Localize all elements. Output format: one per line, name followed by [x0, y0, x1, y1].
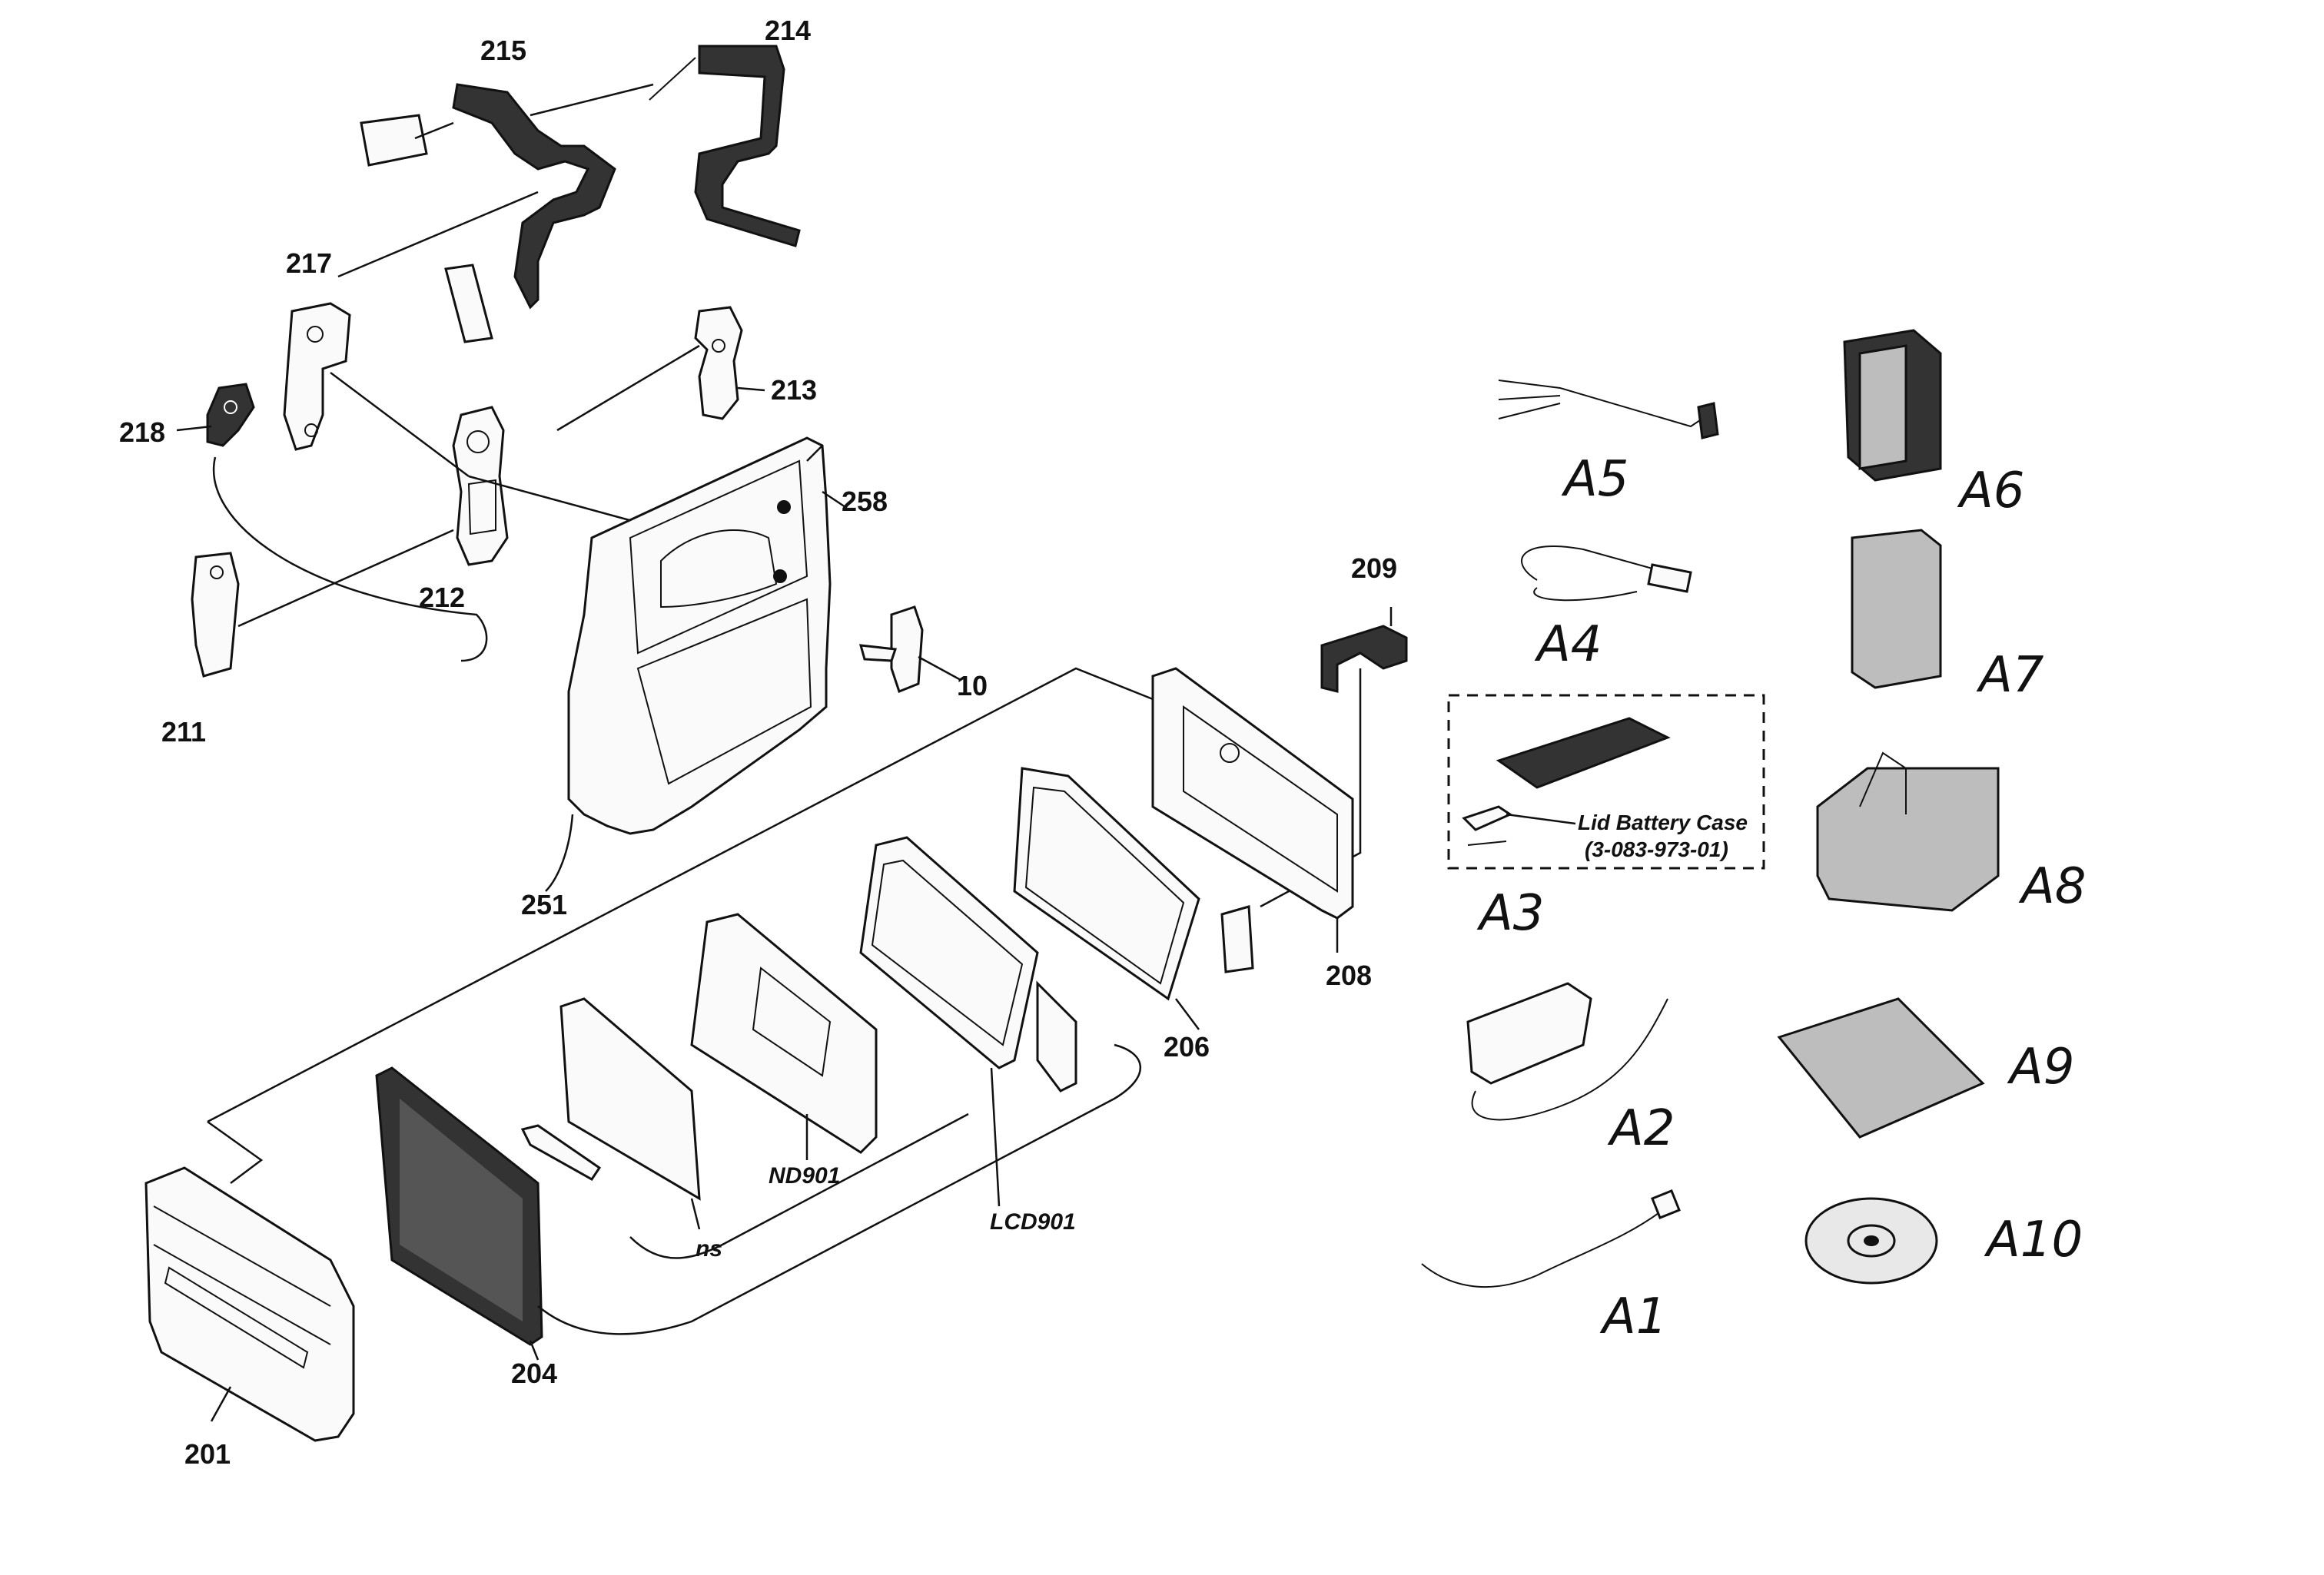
accessory-a2-ac-adaptor [1466, 982, 1668, 1121]
assembly-line-left [207, 1120, 264, 1184]
panel-ns [520, 997, 701, 1230]
accessory-a6-battery [1843, 329, 1942, 482]
label-nd901: ND901 [769, 1163, 840, 1189]
bracket-218 [176, 383, 488, 662]
label-10: 10 [957, 670, 988, 701]
accessory-a4-usb-cable [1521, 545, 1692, 602]
frame-208 [1151, 667, 1354, 973]
pcb-204 [375, 1066, 543, 1361]
label-214: 214 [765, 15, 811, 46]
label-a7: A7 [1976, 647, 2044, 704]
a3-part-number: (3-083-973-01) [1585, 837, 1728, 861]
label-209: 209 [1351, 552, 1397, 584]
label-213: 213 [771, 374, 817, 406]
panel-206 [1013, 767, 1200, 1030]
label-a3: A3 [1476, 885, 1545, 942]
flex-cable-214 [649, 45, 801, 247]
label-ns: ns [696, 1236, 722, 1262]
assembly-loop-inner [629, 1112, 969, 1259]
label-215: 215 [480, 35, 526, 66]
assembly-line-main [207, 667, 1154, 1123]
assembly-loop-lower [537, 1043, 1141, 1335]
accessory-a3-remote [1447, 694, 1765, 870]
label-217: 217 [286, 247, 332, 279]
label-218: 218 [119, 416, 165, 448]
accessory-a7-battery [1851, 529, 1942, 689]
part-10 [858, 605, 961, 693]
bracket-213 [556, 306, 765, 432]
label-a4: A4 [1534, 616, 1602, 673]
label-lcd901: LCD901 [990, 1209, 1076, 1235]
panel-lcd901 [859, 836, 1077, 1207]
label-a2: A2 [1607, 1100, 1675, 1157]
label-201: 201 [184, 1438, 231, 1470]
bracket-212 [330, 372, 639, 566]
label-208: 208 [1326, 960, 1372, 991]
accessory-a10-cd [1804, 1197, 1938, 1285]
label-a1: A1 [1599, 1288, 1668, 1345]
frame-251 [545, 436, 846, 892]
label-204: 204 [511, 1358, 557, 1389]
accessory-a9-cloth [1777, 997, 1985, 1139]
accessory-a5-av-cable [1498, 380, 1719, 439]
label-a8: A8 [2018, 858, 2087, 915]
label-a9: A9 [2007, 1039, 2075, 1096]
a3-lid-battery-case: Lid Battery Case [1578, 811, 1748, 834]
label-258: 258 [842, 486, 888, 517]
cover-201 [144, 1166, 355, 1442]
flex-cable-215 [337, 83, 654, 343]
label-206: 206 [1164, 1031, 1210, 1063]
label-a10: A10 [1984, 1212, 2083, 1268]
label-211: 211 [161, 716, 206, 748]
bracket-217 [283, 302, 351, 451]
label-212: 212 [419, 582, 465, 613]
label-251: 251 [521, 889, 567, 920]
bracket-211 [191, 529, 454, 678]
panel-nd901 [690, 913, 878, 1160]
accessory-a8-cradle [1816, 751, 2000, 912]
label-a6: A6 [1957, 463, 2025, 519]
accessory-a1-power-cord [1421, 1189, 1681, 1288]
label-a5: A5 [1561, 451, 1629, 508]
